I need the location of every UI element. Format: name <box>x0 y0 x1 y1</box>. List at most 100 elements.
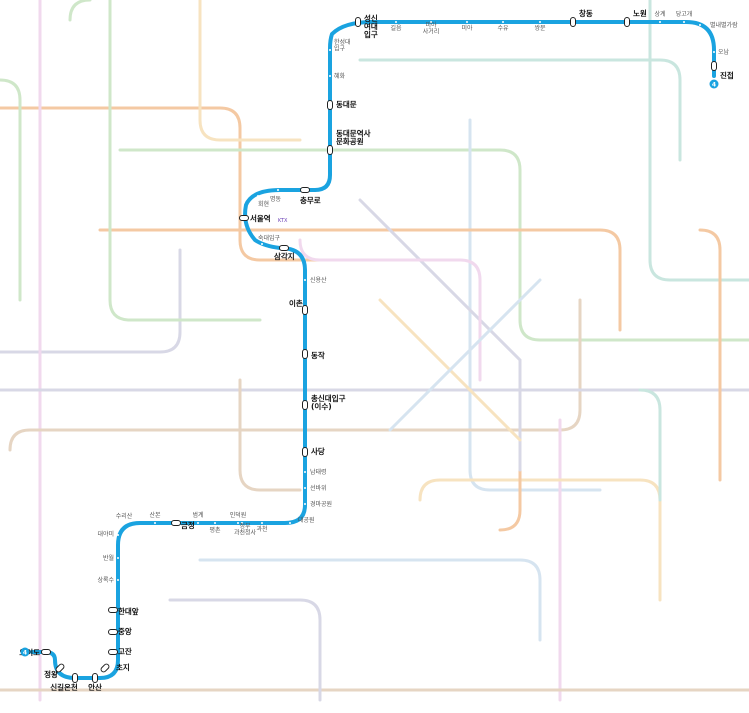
station-marker-dongjak[interactable] <box>302 349 308 359</box>
station-dot-beomgye[interactable] <box>197 522 199 524</box>
station-marker-gojan[interactable] <box>108 649 118 655</box>
station-label-daeyami[interactable]: 대야미 <box>97 530 114 538</box>
station-dot-surisan[interactable] <box>123 522 125 524</box>
station-dot-hyehwa[interactable] <box>329 75 331 77</box>
station-dot-sangnoksu[interactable] <box>117 579 119 581</box>
station-label-oido[interactable]: 오이도 <box>19 647 40 657</box>
station-dot-grandpark[interactable] <box>289 522 291 524</box>
station-label-gireum[interactable]: 길음 <box>390 24 402 32</box>
station-dot-suyu[interactable] <box>502 21 504 23</box>
station-label-gwacheon[interactable]: 과천 <box>256 525 267 533</box>
station-dot-byeollae[interactable] <box>699 24 701 26</box>
station-label-dongdaemun[interactable]: 동대문 <box>336 99 357 109</box>
station-label-sinyongsan[interactable]: 신용산 <box>310 276 327 284</box>
station-marker-nowon[interactable] <box>624 17 630 27</box>
station-label-hyehwa[interactable]: 혜화 <box>334 72 346 80</box>
station-dot-daeyami[interactable] <box>117 534 119 536</box>
station-marker-hanyang[interactable] <box>108 607 118 613</box>
station-label-surisan[interactable]: 수리산 <box>116 512 133 520</box>
station-dot-ssangmun[interactable] <box>539 21 541 23</box>
station-dot-govcomplex[interactable] <box>241 522 243 524</box>
station-label-byeollae[interactable]: 별내별가람 <box>710 21 738 29</box>
station-label-ssangmun[interactable]: 쌍문 <box>534 24 546 32</box>
station-dot-racepark[interactable] <box>304 503 306 505</box>
station-label-changdong[interactable]: 창동 <box>579 8 593 18</box>
station-label-jinjeop[interactable]: 진접 <box>720 70 734 80</box>
station-label-pyeongchon[interactable]: 평촌 <box>209 526 221 534</box>
station-label-mia[interactable]: 미아 <box>461 24 473 32</box>
station-dot-pyeongchon[interactable] <box>214 522 216 524</box>
station-label-racepark[interactable]: 경마공원 <box>310 500 332 508</box>
station-marker-jungang[interactable] <box>108 629 118 635</box>
station-marker-chungmuro[interactable] <box>300 187 310 193</box>
station-marker-isu[interactable] <box>302 400 308 410</box>
station-marker-sungshin[interactable] <box>355 17 361 27</box>
station-dot-hoehyeon[interactable] <box>257 195 259 197</box>
station-label-samgakji[interactable]: 삼각지 <box>274 251 295 261</box>
station-dot-onam[interactable] <box>713 51 715 53</box>
station-label-sangnoksu[interactable]: 상록수 <box>97 576 114 584</box>
station-marker-singiloncheon[interactable] <box>72 673 78 683</box>
station-label-ichon[interactable]: 이촌 <box>289 298 303 308</box>
station-label-seonbawi[interactable]: 선바위 <box>310 484 327 492</box>
station-label-banwol[interactable]: 반월 <box>103 554 114 562</box>
station-label-geumjeong[interactable]: 금정 <box>181 520 195 530</box>
station-label-sadang[interactable]: 사당 <box>311 446 325 456</box>
station-label-dongjak[interactable]: 동작 <box>311 350 325 360</box>
station-marker-changdong[interactable] <box>570 17 576 27</box>
station-label-danggogae[interactable]: 당고개 <box>676 10 693 18</box>
station-label-beomgye[interactable]: 범계 <box>192 511 203 519</box>
station-label-chungmuro[interactable]: 충무로 <box>300 195 321 205</box>
station-label-sookmyung[interactable]: 숙대입구 <box>258 234 281 242</box>
station-label-singiloncheon[interactable]: 신길온천 <box>50 682 78 692</box>
station-dot-banwol[interactable] <box>117 557 119 559</box>
station-label-hoehyeon[interactable]: 회현 <box>258 200 269 208</box>
station-dot-hansung[interactable] <box>329 49 331 51</box>
station-label-sanggye[interactable]: 상계 <box>654 10 665 18</box>
station-dot-myeongdong[interactable] <box>277 189 279 191</box>
station-dot-sinyongsan[interactable] <box>304 279 306 281</box>
station-dot-gireum[interactable] <box>395 21 397 23</box>
station-dot-sanggye[interactable] <box>659 21 661 23</box>
station-dot-danggogae[interactable] <box>683 21 685 23</box>
station-dot-seonbawi[interactable] <box>304 487 306 489</box>
station-label-grandpark[interactable]: 대공원 <box>298 516 315 524</box>
station-dot-gwacheon[interactable] <box>261 522 263 524</box>
station-marker-jeongwang[interactable] <box>55 663 65 673</box>
station-marker-seoulstation[interactable] <box>239 215 249 221</box>
station-marker-ansan[interactable] <box>92 673 98 683</box>
station-label-choji[interactable]: 초지 <box>116 662 130 672</box>
station-label-sanbon[interactable]: 산본 <box>149 511 161 519</box>
station-label-namtaeryeong[interactable]: 남태령 <box>310 468 327 476</box>
station-label-jungang[interactable]: 중앙 <box>118 626 132 636</box>
station-label-gojan[interactable]: 고잔 <box>118 646 132 656</box>
station-marker-sadang[interactable] <box>302 447 308 457</box>
station-label-isu[interactable]: 총신대입구(이수) <box>311 393 346 411</box>
station-label-indeogwon[interactable]: 인덕원 <box>230 511 247 519</box>
station-marker-ddp[interactable] <box>327 145 333 155</box>
station-marker-choji[interactable] <box>100 663 110 673</box>
station-label-suyu[interactable]: 수유 <box>497 25 509 32</box>
station-dot-miasageori[interactable] <box>430 21 432 23</box>
station-marker-geumjeong[interactable] <box>171 520 181 526</box>
station-dot-mia[interactable] <box>466 21 468 23</box>
station-dot-indeogwon[interactable] <box>237 522 239 524</box>
station-marker-ichon[interactable] <box>302 305 308 315</box>
station-dot-namtaeryeong[interactable] <box>304 471 306 473</box>
station-dot-sanbon[interactable] <box>154 522 156 524</box>
station-marker-oido[interactable] <box>41 649 51 655</box>
station-marker-dongdaemun[interactable] <box>327 100 333 110</box>
station-dot-sookmyung[interactable] <box>261 243 263 245</box>
station-label-seoulstation[interactable]: 서울역 <box>250 213 271 223</box>
station-label-onam[interactable]: 오남 <box>718 48 730 56</box>
station-label-hanyang[interactable]: 한대앞 <box>118 606 139 616</box>
station-marker-jinjeop[interactable] <box>711 61 717 71</box>
station-marker-samgakji[interactable] <box>279 245 289 251</box>
station-label-nowon[interactable]: 노원 <box>633 8 647 18</box>
